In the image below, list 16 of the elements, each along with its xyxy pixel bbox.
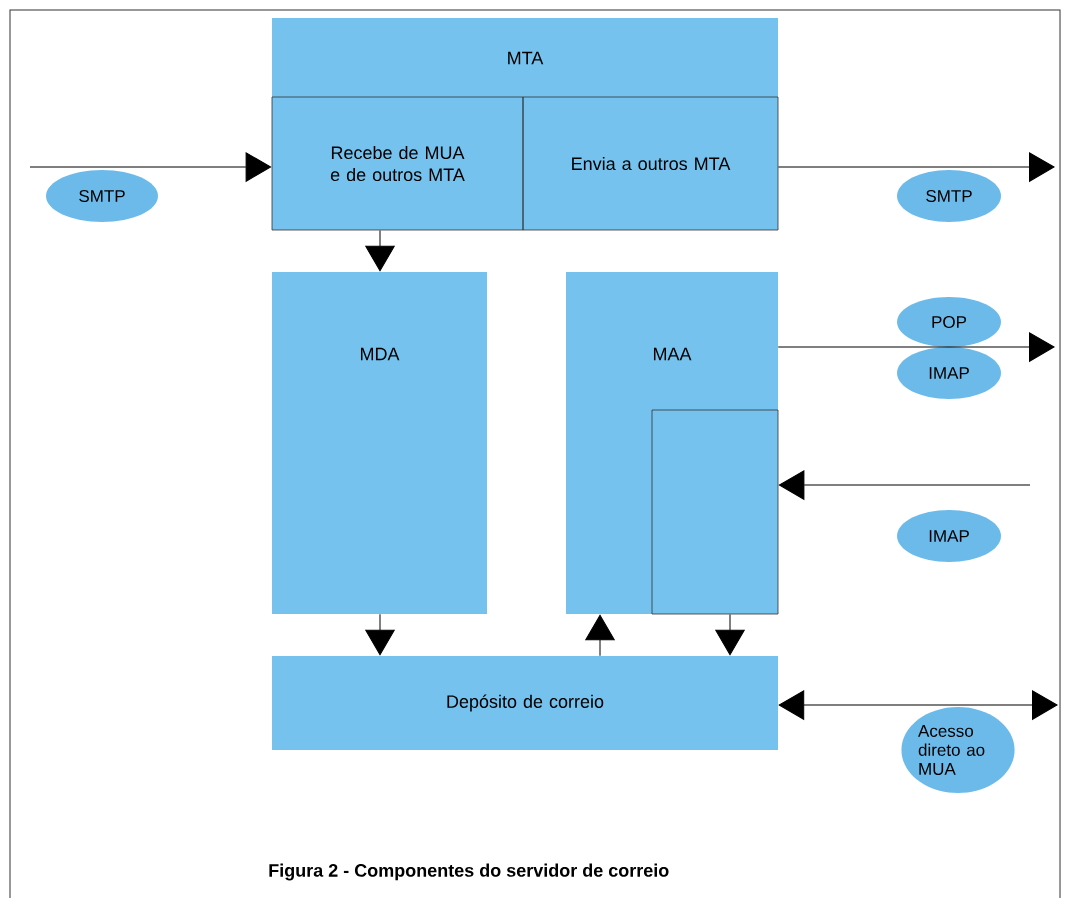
send-box: Envia a outros MTA: [522, 96, 779, 231]
arrow: [365, 229, 395, 272]
arrow: [777, 152, 1055, 182]
inner-box: [651, 409, 779, 615]
arrow: [585, 614, 615, 657]
arrow: [777, 332, 1055, 362]
receive-box: Recebe de MUA e de outros MTA: [271, 96, 524, 231]
maa-box: MAA: [566, 272, 778, 614]
arrow: [778, 690, 1058, 720]
caption: Figura 2 - Componentes do servidor de correio: [269, 863, 669, 881]
mda-box: MDA: [272, 272, 487, 614]
arrow: [365, 613, 395, 656]
arrow: [715, 613, 745, 656]
mail-store-box: Depósito de correio: [272, 656, 778, 750]
arrow: [29, 152, 272, 182]
arrow: [778, 470, 1031, 500]
